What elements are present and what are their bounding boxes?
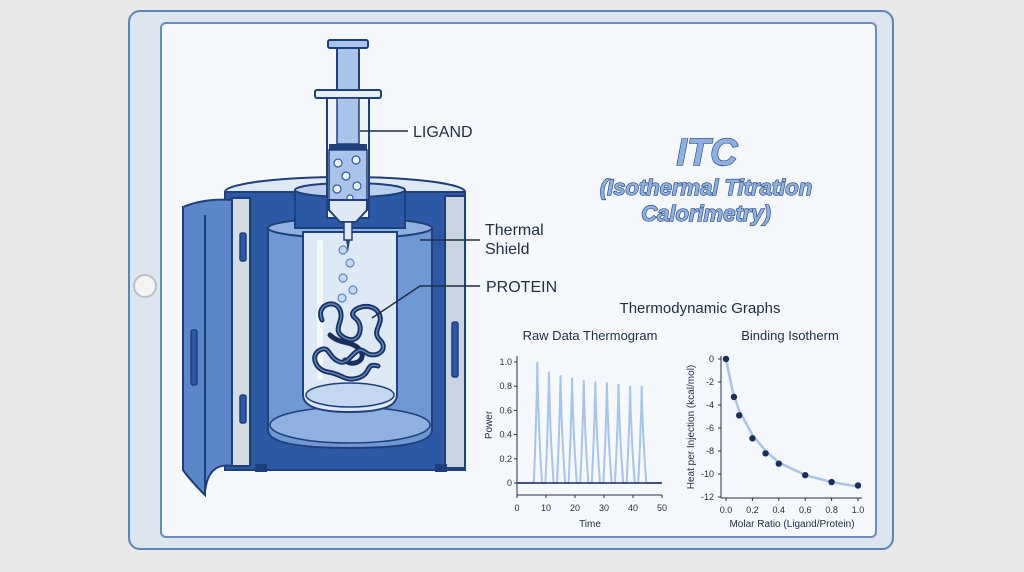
isotherm-xtick-label: 0.2 [746,505,759,515]
thermogram-ytick-label: 0.6 [499,405,512,415]
thermal-shield-label-line2: Shield [485,241,529,258]
protein-callout [371,285,480,319]
graphs-heading: Thermodynamic Graphs [620,300,781,317]
thermogram-peaks-line [517,361,662,484]
isotherm-ytick-label: -4 [706,400,714,410]
isotherm-xtick-label: 0.4 [773,505,786,515]
thermogram-xtick-label: 10 [541,503,551,513]
isotherm-xtick-label: 1.0 [852,505,865,515]
isotherm-point [762,450,769,457]
thermogram-xtick-label: 0 [514,503,519,513]
isotherm-point [775,460,782,467]
isotherm-point [828,478,835,486]
thermogram-ytick-label: 1.0 [499,357,512,367]
thermogram-ytick-label: 0.4 [499,430,512,440]
home-button[interactable] [133,274,157,298]
thermogram-ytick-label: 0 [507,478,512,488]
isotherm-ytick-label: -6 [706,423,714,433]
thermogram-ytick-label: 0.2 [499,454,512,464]
isotherm-xtick-label: 0.6 [799,505,812,515]
title-line3: Calorimetry) [641,201,771,226]
ligand-label: LIGAND [413,124,473,141]
calorimeter [182,176,466,498]
isotherm-fit-curve [724,358,859,488]
isotherm-ytick-label: -10 [701,469,714,479]
isotherm-point [730,393,738,401]
protein-label: PROTEIN [486,279,557,296]
isotherm-ytick-label: -8 [706,446,714,456]
door-handle [190,329,198,386]
thermogram-xlabel: Time [579,519,601,530]
thermogram-xtick-label: 40 [628,503,638,513]
hinge-bottom [239,394,247,424]
syringe [314,39,382,252]
isotherm-xlabel: Molar Ratio (Ligand/Protein) [729,519,854,530]
finger-flange [314,89,382,99]
isotherm-xtick-label: 0.8 [825,505,838,515]
thermogram-ylabel: Power [484,410,495,439]
door-panel [182,198,233,498]
isotherm-point [722,355,730,363]
isotherm-xtick-label: 0.0 [720,505,733,515]
thermal-shield-label-line1: Thermal [485,222,544,239]
isotherm-point [854,482,862,489]
thermogram-xtick-label: 50 [657,503,667,513]
thermogram-xtick-label: 20 [570,503,580,513]
plunger-head [327,39,369,49]
hinge-top [239,232,247,262]
isotherm-point [802,471,809,479]
isotherm-point [749,435,756,442]
title-main: ITC [676,132,738,174]
isotherm-ylabel: Heat per Injection (kcal/mol) [686,365,697,490]
isotherm-title: Binding Isotherm [741,328,839,343]
isotherm-ytick-label: 0 [709,354,714,364]
thermogram-xtick-label: 30 [599,503,609,513]
side-handle [451,321,459,378]
isotherm-chart: 0 -2 -4 -6 -8 -10 -12 0.0 0.2 0.4 0.6 0.8 1.0 Molar… [686,354,864,530]
ligand-droplets [337,245,358,303]
isotherm-ytick-label: -12 [701,492,714,502]
title-line2: (Isothermal Titration [600,175,812,200]
thermogram-chart: 0 0.2 0.4 0.6 0.8 1.0 0 10 20 30 40 50 Time Power [484,356,667,530]
thermogram-ytick-label: 0.8 [499,381,512,391]
isotherm-point [736,412,743,419]
thermogram-title: Raw Data Thermogram [523,328,658,343]
isotherm-ytick-label: -2 [706,377,714,387]
